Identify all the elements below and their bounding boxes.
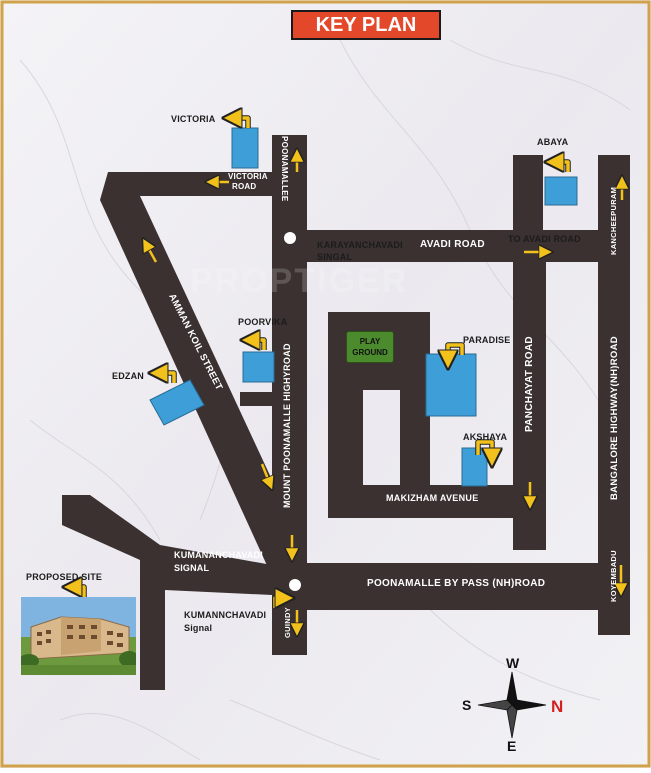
label-kancheepuram: KANCHEEPURAM (609, 186, 618, 255)
junction-kumannchavadi (289, 579, 301, 591)
buildings (149, 127, 578, 487)
label-avadi-road: AVADI ROAD (420, 239, 485, 250)
dir-amman-koil-down (262, 463, 270, 484)
building-edzan (149, 379, 205, 426)
direction-arrows (146, 155, 622, 630)
arrow-paradise (448, 343, 464, 360)
label-poonamallee-top: POONAMALLEE (280, 136, 289, 202)
label-guindy: GUINDY (283, 607, 292, 638)
arrow-edzan (158, 373, 176, 383)
roads (62, 135, 630, 690)
arrow-kumannchavadi (273, 598, 285, 608)
building-victoria (231, 127, 259, 169)
road-makizham-avenue (328, 485, 513, 518)
label-victoria-road-1: VICTORIA (228, 172, 268, 181)
arrow-akshaya (476, 440, 492, 458)
road-victoria-road (108, 172, 300, 196)
label-kumannchavadi-1: KUMANNCHAVADI (184, 610, 267, 620)
road-inner-vertical (400, 330, 430, 495)
compass-rose (477, 671, 547, 739)
arrow-proposed-site (72, 587, 86, 597)
arrow-abaya (554, 162, 570, 172)
label-mount-poonamalle-highroad: MOUNT POONAMALLE HIGHYROAD (282, 343, 292, 508)
label-karayanchavadi-1: KARAYANCHAVADI (317, 240, 403, 250)
label-bangalore-highway: BANGALORE HIGHWAY(NH)ROAD (609, 336, 620, 500)
label-kumananchavadi-2: SIGNAL (174, 563, 210, 573)
label-edzan: EDZAN (112, 371, 144, 381)
compass-e: E (507, 738, 517, 754)
label-poonamalle-bypass: POONAMALLE BY PASS (NH)ROAD (367, 578, 546, 589)
dir-amman-koil-up (146, 244, 158, 263)
page-title: KEY PLAN (291, 10, 441, 40)
arrow-poorvika (250, 340, 266, 350)
road-bangalore-highway (598, 155, 630, 635)
road-abaya-stub (513, 155, 543, 235)
arrow-victoria (232, 118, 250, 128)
building-akshaya (461, 447, 488, 487)
label-poorvika: POORVIKA (238, 317, 288, 327)
play-ground-label-2: GROUND (352, 348, 388, 357)
label-makizham-avenue: MAKIZHAM AVENUE (386, 493, 479, 503)
label-proposed-site: PROPOSED SITE (26, 572, 103, 582)
watermark-text: PROPTIGER (190, 262, 409, 300)
label-panchayat-road: PANCHAYAT ROAD (524, 336, 535, 432)
road-poonamalle-bypass (272, 563, 630, 610)
label-to-avadi-road: TO AVADI ROAD (508, 234, 581, 244)
proposed-site-image (21, 597, 136, 675)
label-paradise: PARADISE (463, 335, 511, 345)
building-abaya (544, 176, 578, 206)
compass-n: N (551, 697, 564, 716)
label-victoria: VICTORIA (171, 114, 216, 124)
road-poorvika-bar (240, 392, 280, 406)
compass-w: W (506, 655, 520, 671)
play-ground: PLAY GROUND (346, 331, 394, 363)
building-paradise (425, 353, 477, 417)
label-kumananchavadi-1: KUMANANCHAVADI (174, 550, 263, 560)
road-amman-koil-street (100, 172, 300, 572)
label-akshaya: AKSHAYA (463, 432, 508, 442)
play-ground-label-1: PLAY (359, 337, 381, 346)
label-abaya: ABAYA (537, 137, 569, 147)
label-victoria-road-2: ROAD (232, 182, 257, 191)
compass-s: S (462, 697, 472, 713)
building-poorvika (242, 351, 275, 383)
label-koyembadu: KOYEMBADU (609, 550, 618, 602)
pointer-arrows (72, 118, 570, 608)
label-karayanchavadi-2: SINGAL (317, 252, 353, 262)
label-kumannchavadi-2: Signal (184, 623, 213, 633)
junction-karayanchavadi (284, 232, 296, 244)
road-kumananchavadi (62, 495, 272, 690)
